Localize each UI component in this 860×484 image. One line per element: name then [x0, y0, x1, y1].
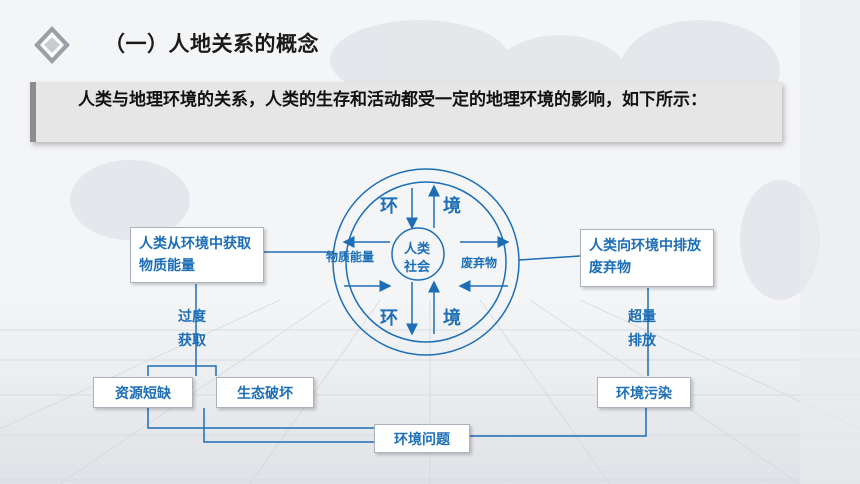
- eco-damage-box: 生态破坏: [216, 377, 314, 408]
- intro-panel: 人类与地理环境的关系，人类的生存和活动都受一定的地理环境的影响，如下所示：: [30, 82, 782, 142]
- page-title: （一）人地关系的概念: [104, 32, 319, 56]
- excess-discharge-label-1: 超量: [628, 309, 656, 325]
- center-label-society: 社会: [404, 260, 431, 275]
- env-problem-box: 环境问题: [374, 424, 470, 453]
- waste-label: 废弃物: [461, 256, 498, 270]
- pollution-box: 环境污染: [597, 377, 691, 408]
- circle-top-left-label: 环: [380, 196, 398, 217]
- circle-bottom-right-label: 境: [443, 308, 461, 329]
- resource-shortage-box: 资源短缺: [93, 377, 193, 408]
- intro-text: 人类与地理环境的关系，人类的生存和活动都受一定的地理环境的影响，如下所示：: [78, 90, 707, 110]
- excess-discharge-label-2: 排放: [628, 333, 656, 349]
- inner-ring: [345, 181, 507, 343]
- outer-circle: [332, 168, 520, 356]
- center-label-human: 人类: [404, 242, 431, 257]
- right-output-box: 人类向环境中排放废弃物: [580, 229, 714, 287]
- excess-acquire-label-1: 过度: [178, 309, 206, 325]
- circle-top-right-label: 境: [443, 196, 461, 217]
- intro-accent-bar: [30, 82, 36, 142]
- diamond-logo-icon: [34, 26, 70, 64]
- left-input-box: 人类从环境中获取物质能量: [130, 227, 264, 283]
- excess-acquire-label-2: 获取: [178, 333, 206, 349]
- material-energy-label: 物质能量: [326, 250, 375, 264]
- circle-bottom-left-label: 环: [380, 308, 398, 329]
- center-circle: [391, 227, 445, 281]
